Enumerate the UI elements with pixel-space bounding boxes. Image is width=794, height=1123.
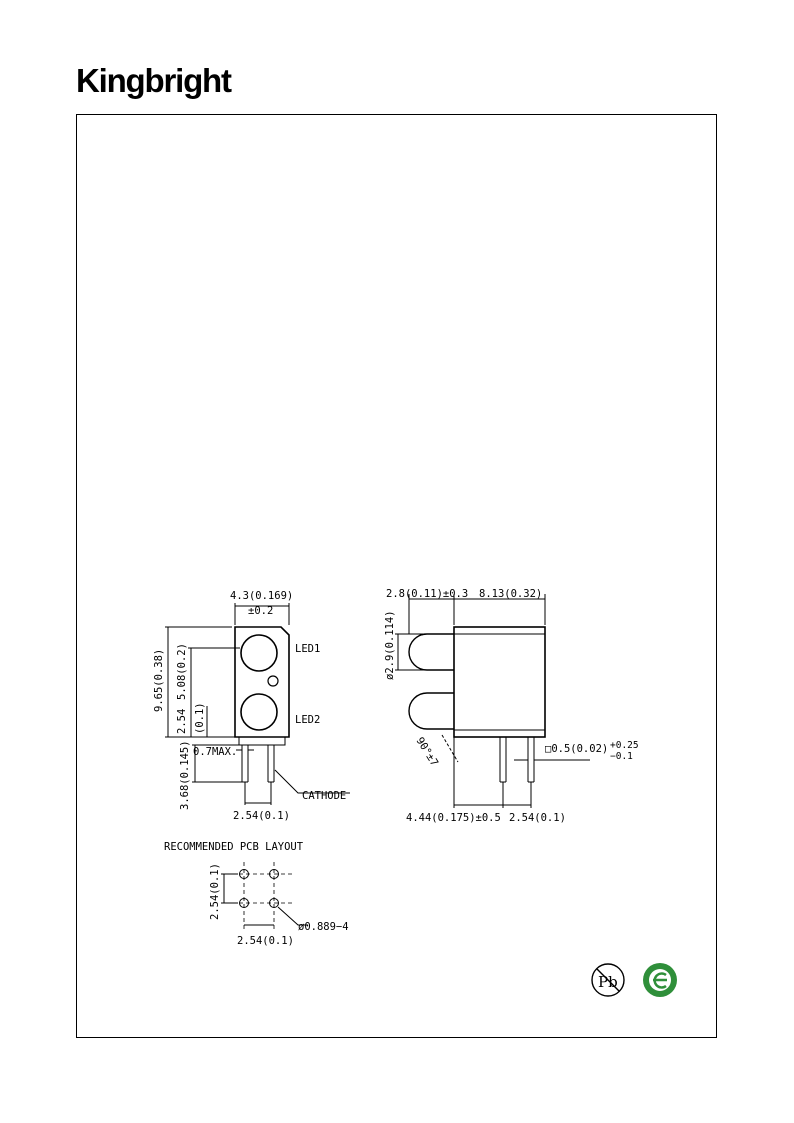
lead-offset-dim: 4.44(0.175)±0.5: [406, 812, 501, 824]
front-lead-pitch-dim: 2.54(0.1): [233, 810, 290, 822]
side-view-outline: [408, 626, 546, 783]
lead-square-tol-plus: +0.25: [610, 740, 639, 751]
rohs-eco-badge: [643, 963, 677, 997]
led2-lens-side: [408, 692, 454, 730]
front-width-dim: 4.3(0.169): [230, 590, 293, 602]
pcb-vertical-dim: 2.54(0.1): [209, 863, 221, 920]
cathode-label: CATHODE: [302, 790, 346, 802]
lower-dim: 2.54: [176, 709, 188, 734]
pcb-horizontal-dim: 2.54(0.1): [237, 935, 294, 947]
lower-dim-inch: (0.1): [194, 702, 206, 734]
side-lead-pitch-dim: 2.54(0.1): [509, 812, 566, 824]
lens-dim: 2.8(0.11)±0.3: [386, 588, 468, 600]
led2-lens: [240, 693, 278, 731]
polarity-marker: [267, 675, 279, 687]
lead-angle-dim: 90°±7: [413, 735, 440, 768]
lead-max-dim: 0.7MAX.: [193, 746, 237, 758]
brand-logo: Kingbright: [76, 62, 232, 99]
pcb-holes: [232, 862, 292, 932]
led-pitch-dim: 5.08(0.2): [176, 643, 188, 700]
pb-free-badge: [591, 963, 625, 997]
pcb-hole-dim: ø0.889−4: [298, 921, 349, 933]
lead-length-dim: 3.68(0.145): [179, 740, 191, 810]
front-view-outline: [234, 626, 290, 783]
pcb-layout-title: RECOMMENDED PCB LAYOUT: [164, 841, 304, 853]
lead-square-tol-minus: −0.1: [610, 751, 633, 762]
led1-label: LED1: [295, 643, 320, 655]
front-height-dim: 9.65(0.38): [153, 649, 165, 712]
led1-lens-side: [408, 633, 454, 671]
pb-free-label: Pb: [598, 973, 618, 991]
lead-square-dim: □0.5(0.02): [545, 743, 608, 755]
led1-lens: [240, 634, 278, 672]
body-length-dim: 8.13(0.32): [479, 588, 542, 600]
led2-label: LED2: [295, 714, 320, 726]
front-width-tol: ±0.2: [248, 605, 273, 617]
lens-diameter-dim: ø2.9(0.114): [384, 610, 396, 680]
drawing-frame: [76, 114, 717, 1038]
